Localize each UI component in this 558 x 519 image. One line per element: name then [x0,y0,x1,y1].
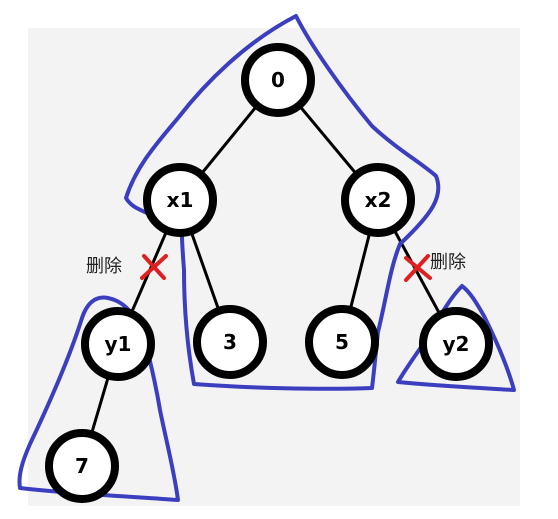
svg-text:5: 5 [335,330,349,354]
node-y2: y2 [419,307,493,381]
delete-cross-left [140,254,168,280]
svg-text:7: 7 [75,454,89,478]
node-3: 3 [193,305,267,379]
svg-text:y1: y1 [105,332,132,356]
svg-text:0: 0 [271,68,285,92]
node-5: 5 [305,305,379,379]
node-7: 7 [45,429,119,503]
node-x1: x1 [143,163,217,237]
svg-text:x1: x1 [167,188,194,212]
node-x2: x2 [341,163,415,237]
node-y1: y1 [81,307,155,381]
delete-marks [140,254,432,282]
delete-label-left: 删除 [86,256,122,277]
delete-label-right: 删除 [430,252,466,273]
delete-cross-right [404,254,432,282]
outline-main-subtree [124,14,441,391]
svg-text:y2: y2 [443,332,470,356]
svg-text:x2: x2 [365,188,392,212]
node-0: 0 [241,43,315,117]
svg-text:3: 3 [223,330,237,354]
tree-nodes: 0 x1 x2 y1 3 5 y2 7 [45,43,493,503]
